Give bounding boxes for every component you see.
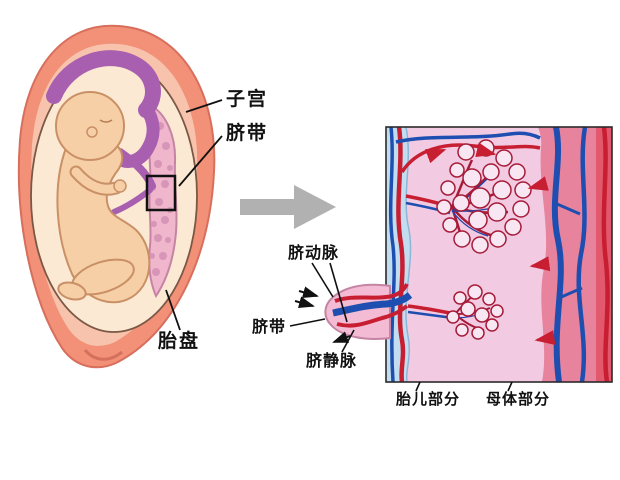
magnify-arrow-icon [240,185,336,229]
right-label-connectors [289,262,513,392]
maternal-blood-space [538,126,612,383]
placenta-detail-panel [289,126,613,392]
label-maternal-part: 母体部分 [486,391,551,408]
label-placenta: 胎盘 [158,331,201,352]
label-fetal-part: 胎儿部分 [396,391,461,408]
zoom-region-indicator [145,174,177,212]
villous-trees [405,139,532,340]
label-uterus: 子宫 [226,89,269,110]
fetus [55,91,151,304]
label-umbilical-vein: 脐静脉 [306,353,358,370]
label-umbilical-cord-detail: 脐带 [252,319,287,336]
umbilical-cord-stub [324,283,413,340]
cord-direction-arrows [294,286,351,343]
left-label-connectors [165,99,223,331]
uterus-illustration [17,24,216,369]
fetal-membrane [386,126,412,383]
label-umbilical-cord: 脐带 [226,123,269,144]
label-umbilical-artery: 脐动脉 [288,245,340,262]
blood-flow-arrows [424,142,556,345]
